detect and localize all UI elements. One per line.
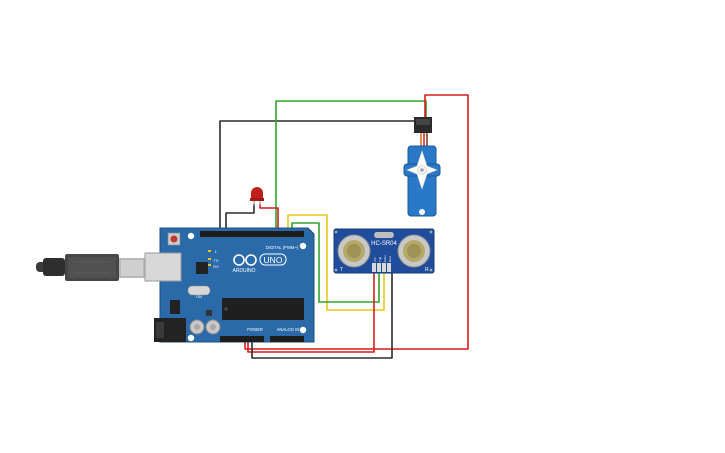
tx-label: TX (213, 258, 218, 263)
sensor-pin-vcc: Vcc (373, 256, 377, 262)
analog-header[interactable] (270, 336, 304, 342)
wire-yellow-trig[interactable] (287, 214, 385, 311)
sensor-pin-gnd: Gnd (388, 256, 392, 262)
analog-label: ANALOG IN (277, 327, 300, 332)
sensor-name: HC-SR04 (371, 241, 397, 247)
sensor-r-label: R (425, 267, 429, 273)
digital-header[interactable] (200, 231, 304, 237)
red-led-icon[interactable] (250, 187, 264, 206)
wire-red-sensor-vcc[interactable] (247, 272, 375, 353)
transmitter-icon (337, 234, 371, 268)
wire-red-servo-vcc[interactable] (244, 94, 469, 350)
wire-green-servo-signal[interactable] (275, 100, 427, 233)
servo-motor-icon[interactable] (403, 117, 441, 217)
wire-green-echo[interactable] (291, 222, 380, 303)
usb-cable-icon[interactable] (36, 254, 145, 281)
board-brand: ARDUINO (232, 268, 255, 274)
power-label: POWER (247, 327, 263, 332)
arduino-infinity-icon (233, 254, 257, 266)
atmega-chip (222, 298, 304, 320)
crystal (187, 285, 211, 296)
wire-black-led[interactable] (225, 204, 255, 232)
on-label: ON (196, 294, 202, 299)
usb-port[interactable] (144, 252, 182, 282)
sensor-pin-echo: Echo (383, 255, 387, 262)
board-model: UNO (264, 255, 283, 265)
l-label: L (215, 249, 218, 254)
arduino-uno-board[interactable]: UNO ARDUINO DIGITAL (PWM~) POWER ANALOG … (144, 227, 315, 343)
sensor-pin-trig: Trig (378, 257, 382, 262)
wire-black-sensor-gnd[interactable] (251, 272, 393, 359)
sensor-t-label: T (340, 267, 343, 273)
receiver-icon (397, 234, 431, 268)
rx-label: RX (213, 264, 219, 269)
wires (219, 94, 469, 359)
digital-label: DIGITAL (PWM~) (266, 245, 299, 250)
ultrasonic-sensor[interactable]: HC-SR04 T R Vcc Trig Echo Gnd (333, 228, 435, 274)
power-header[interactable] (220, 336, 264, 342)
wire-black-servo-gnd[interactable] (219, 120, 415, 230)
